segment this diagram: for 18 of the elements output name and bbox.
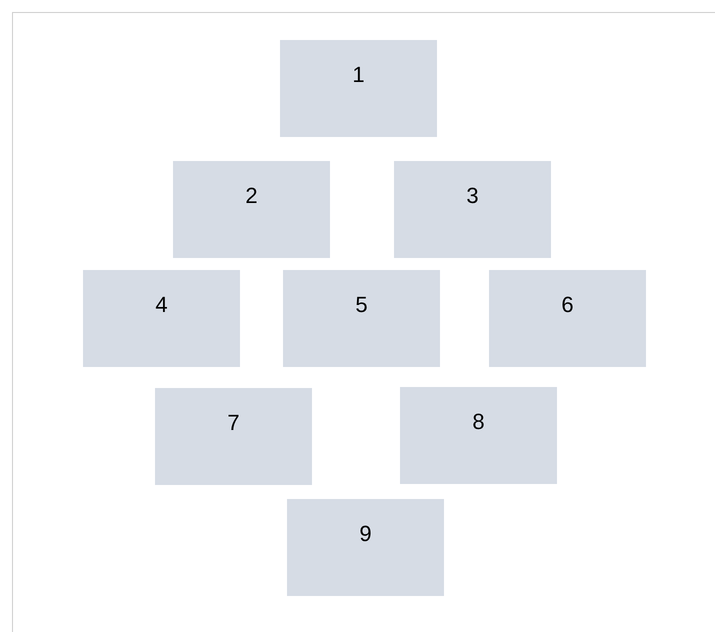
- number-box: [283, 270, 440, 367]
- box-number: 3: [465, 183, 480, 209]
- number-box: [287, 499, 444, 596]
- number-box: [155, 388, 312, 485]
- box-number: 8: [471, 409, 486, 435]
- box-number: 4: [154, 292, 169, 318]
- box-number: 2: [244, 183, 259, 209]
- box-number: 7: [226, 410, 241, 436]
- number-box: [280, 40, 437, 137]
- number-box: [400, 387, 557, 484]
- number-box: [83, 270, 240, 367]
- number-box: [489, 270, 646, 367]
- number-box: [173, 161, 330, 258]
- box-number: 6: [560, 292, 575, 318]
- box-number: 5: [354, 292, 369, 318]
- box-number: 9: [358, 521, 373, 547]
- number-box: [394, 161, 551, 258]
- box-number: 1: [351, 62, 366, 88]
